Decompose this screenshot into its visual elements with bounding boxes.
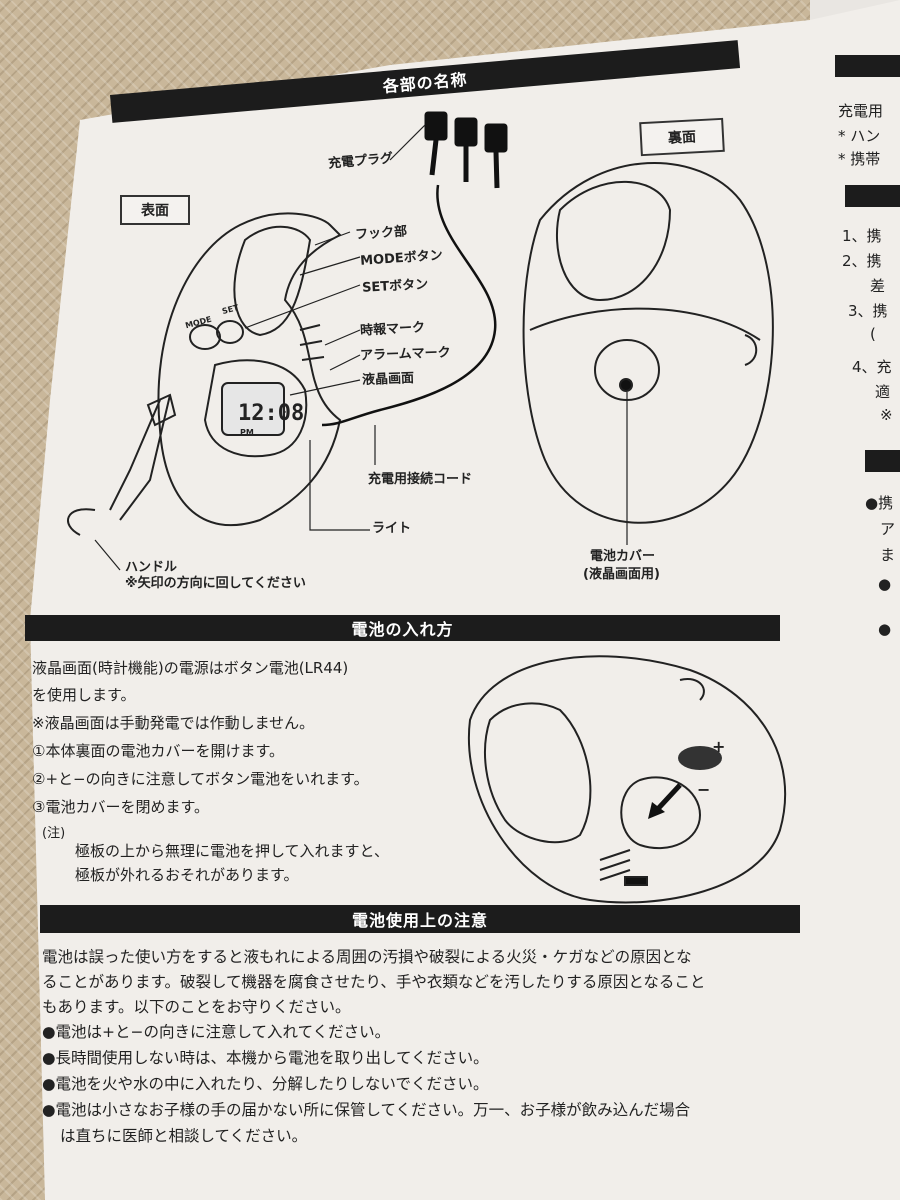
insert-arrow (653, 783, 682, 814)
caution-line: もあります。以下のことをお守りください。 (42, 998, 351, 1016)
right-fragment: 適 (875, 383, 891, 401)
charge-plugs (424, 111, 508, 189)
leader-lines (94, 124, 628, 571)
caution-bullet: ●電池は+と−の向きに注意して入れてください。 (42, 1023, 391, 1041)
battery-cover-label: 電池カバー (590, 549, 656, 564)
right-fragment: ※ (880, 406, 893, 424)
hook-label: フック部 (354, 224, 408, 243)
battery-device-drawing (467, 655, 787, 904)
caution-line: 電池は誤った使い方をすると液もれによる周囲の汚損や破裂による火災・ケガなどの原因… (42, 948, 692, 966)
right-fragment: ● (878, 620, 892, 638)
caution-bullet: ●長時間使用しない時は、本機から電池を取り出してください。 (42, 1049, 489, 1067)
right-fragment: * 携帯 (838, 150, 881, 168)
caution-bullet: ●電池は小さなお子様の手の届かない所に保管してください。万一、お子様が飲み込んだ… (42, 1101, 691, 1119)
battery-note-mark: (注) (42, 826, 66, 841)
right-fragment: 1、携 (842, 227, 882, 245)
right-header-bar-3 (865, 450, 900, 472)
battery-note-line: 極板の上から無理に電池を押して入れますと、 (75, 842, 389, 860)
light-label: ライト (372, 521, 412, 536)
caution-bullet: ●電池を火や水の中に入れたり、分解したりしないでください。 (42, 1075, 489, 1093)
right-fragment: 差 (870, 277, 886, 295)
battery-plus: + (712, 737, 726, 756)
right-header-bar-2 (845, 185, 900, 207)
right-fragment: 充電用 (838, 102, 884, 120)
battery-line: 液晶画面(時計機能)の電源はボタン電池(LR44) (32, 659, 349, 677)
battery-section-header: 電池の入れ方 (25, 615, 780, 641)
lcd-time-svg: 12:08 (238, 401, 304, 426)
front-label: 表面 (141, 203, 169, 219)
lcd-label: 液晶画面 (361, 371, 415, 388)
front-device-drawing (67, 212, 342, 536)
right-fragment: * ハン (838, 127, 881, 145)
right-fragment: ま (880, 546, 896, 564)
right-fragment: 4、充 (852, 358, 892, 376)
caution-line: は直ちに医師と相談してください。 (60, 1127, 308, 1145)
caution-section-header: 電池使用上の注意 (40, 905, 800, 933)
front-label-box: 表面 (120, 195, 190, 225)
right-fragment: ●携 (865, 494, 894, 512)
right-fragment: ア (880, 520, 896, 538)
caution-line: ることがあります。破裂して機器を腐食させたり、手や衣類などを汚したりする原因とな… (42, 973, 706, 991)
set-button-label: SETボタン (361, 277, 429, 296)
right-fragment: 3、携 (848, 302, 888, 320)
battery-line: を使用します。 (32, 686, 136, 704)
battery-step: ②+と−の向きに注意してボタン電池をいれます。 (32, 770, 369, 788)
battery-note-line: 極板が外れるおそれがあります。 (75, 866, 299, 884)
battery-cover-sub: (液晶画面用) (583, 567, 660, 582)
back-device-drawing (522, 161, 774, 524)
right-fragment: ( (870, 325, 876, 343)
button-battery (678, 746, 722, 770)
battery-minus: − (697, 780, 711, 799)
handle-label: ハンドル (125, 560, 178, 575)
battery-step: ③電池カバーを閉めます。 (32, 798, 209, 816)
handle-note: ※矢印の方向に回してください (125, 576, 306, 591)
battery-line: ※液晶画面は手動発電では作動しません。 (32, 714, 315, 732)
right-fragment: ● (878, 575, 892, 593)
alarm-mark-label: アラームマーク (359, 345, 451, 364)
battery-section-title: 電池の入れ方 (351, 620, 454, 639)
cord-label: 充電用接続コード (368, 472, 473, 487)
right-fragment: 2、携 (842, 252, 882, 270)
lcd-pm-text: PM (240, 428, 254, 437)
caution-section-title: 電池使用上の注意 (351, 911, 488, 930)
right-header-bar (835, 55, 900, 77)
battery-step: ①本体裏面の電池カバーを開けます。 (32, 742, 284, 760)
chime-mark-label: 時報マーク (359, 320, 426, 339)
charge-cord (321, 184, 497, 427)
insert-arrow-head (648, 802, 665, 819)
